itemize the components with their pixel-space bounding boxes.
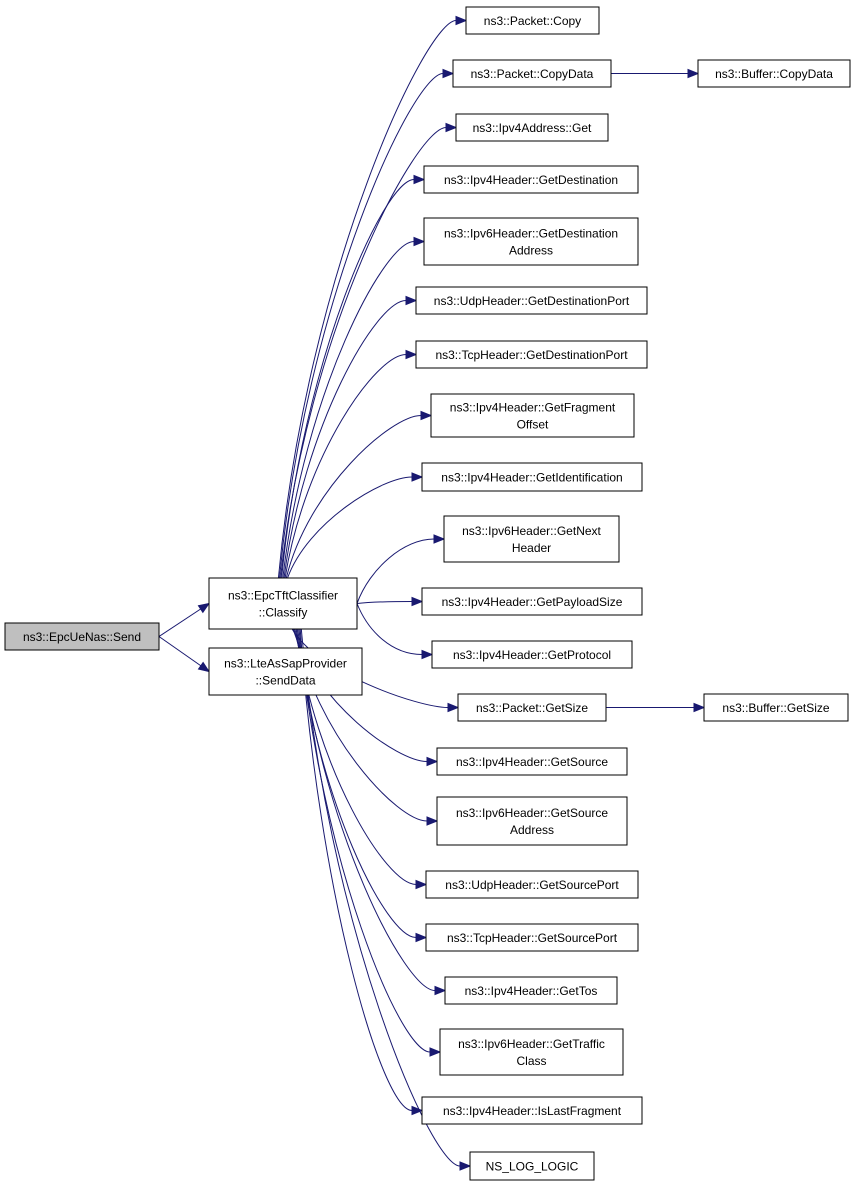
node-ident[interactable]: ns3::Ipv4Header::GetIdentification (421, 462, 643, 492)
edge-classify-to-ident (287, 472, 424, 579)
node-label: ns3::UdpHeader::GetSourcePort (445, 878, 619, 892)
node-label: ns3::Buffer::CopyData (715, 67, 833, 81)
edge-classify-to-lastfrag (299, 628, 424, 1116)
node-label: Header (512, 541, 551, 555)
node-label: ns3::Packet::Copy (484, 14, 581, 28)
edge-classify-to-nslog (300, 628, 472, 1171)
node-label: ns3::Buffer::GetSize (722, 701, 829, 715)
node-label: ns3::Ipv4Address::Get (473, 121, 592, 135)
node-udpdport[interactable]: ns3::UdpHeader::GetDestinationPort (415, 286, 648, 315)
node-label: ns3::TcpHeader::GetDestinationPort (435, 348, 628, 362)
edge-classify-to-copydata (278, 68, 455, 579)
node-label: ns3::Ipv4Header::GetTos (465, 984, 598, 998)
node-proto[interactable]: ns3::Ipv4Header::GetProtocol (431, 640, 633, 669)
edge-classify-to-payload (356, 596, 424, 607)
node-label: ns3::Ipv6Header::GetTraffic (458, 1037, 605, 1051)
edges (158, 15, 706, 1171)
node-label: ::Classify (259, 606, 308, 620)
edge-send-to-senddata (158, 636, 211, 673)
node-label: ns3::UdpHeader::GetDestinationPort (434, 294, 630, 308)
node-ipv4src[interactable]: ns3::Ipv4Header::GetSource (436, 747, 628, 776)
edge-classify-to-traffic (298, 628, 442, 1057)
node-tcpdport[interactable]: ns3::TcpHeader::GetDestinationPort (415, 340, 648, 369)
edge-classify-to-proto (356, 603, 434, 660)
node-send: ns3::EpcUeNas::Send (4, 622, 160, 651)
node-label: ns3::Ipv6Header::GetNext (462, 524, 601, 538)
node-label: ns3::Ipv6Header::GetDestination (444, 227, 618, 241)
edge-classify-to-tcpdport (284, 349, 418, 579)
node-label: ns3::Ipv4Header::IsLastFragment (443, 1104, 622, 1118)
node-pktsize[interactable]: ns3::Packet::GetSize (457, 693, 607, 722)
node-payload[interactable]: ns3::Ipv4Header::GetPayloadSize (421, 587, 643, 616)
node-label: Address (509, 244, 553, 258)
node-label: ns3::Ipv4Header::GetIdentification (441, 471, 622, 485)
node-label: ns3::Ipv4Header::GetProtocol (453, 648, 611, 662)
edge-pktsize-to-bufsize (606, 702, 706, 713)
node-tos[interactable]: ns3::Ipv4Header::GetTos (444, 976, 618, 1005)
edge-classify-to-ipv6dest (282, 236, 426, 579)
node-label: ns3::Ipv6Header::GetSource (456, 806, 608, 820)
edge-classify-to-copy (277, 15, 468, 579)
node-label: ns3::Ipv4Header::GetPayloadSize (442, 595, 623, 609)
node-copydata[interactable]: ns3::Packet::CopyData (452, 59, 612, 88)
node-ipv4get[interactable]: ns3::Ipv4Address::Get (455, 113, 609, 142)
node-senddata[interactable]: ns3::LteAsSapProvider::SendData (208, 647, 363, 696)
node-bufsize[interactable]: ns3::Buffer::GetSize (703, 693, 849, 722)
node-label: ns3::Packet::GetSize (476, 701, 588, 715)
edge-classify-to-pktsize (291, 628, 460, 713)
nodes: ns3::EpcUeNas::Send ns3::EpcTftClassifier… (4, 6, 851, 1181)
node-label: ns3::LteAsSapProvider (224, 657, 347, 671)
edge-classify-to-fragoff (285, 410, 433, 579)
node-classify[interactable]: ns3::EpcTftClassifier::Classify (208, 577, 358, 630)
edge-classify-to-ipv4dest (281, 174, 426, 579)
edge-classify-to-udpdport (283, 295, 418, 579)
node-label: ns3::EpcTftClassifier (228, 589, 338, 603)
node-label: ::SendData (255, 674, 315, 688)
node-copy[interactable]: ns3::Packet::Copy (465, 6, 600, 35)
node-label: NS_LOG_LOGIC (486, 1160, 579, 1174)
node-tcpsport[interactable]: ns3::TcpHeader::GetSourcePort (425, 923, 639, 952)
node-lastfrag[interactable]: ns3::Ipv4Header::IsLastFragment (421, 1096, 643, 1125)
node-label: ns3::TcpHeader::GetSourcePort (447, 931, 618, 945)
node-label: ns3::EpcUeNas::Send (23, 630, 141, 644)
node-bufcopydata[interactable]: ns3::Buffer::CopyData (697, 59, 851, 88)
node-label: ns3::Packet::CopyData (471, 67, 594, 81)
node-label: Address (510, 823, 554, 837)
node-nslog[interactable]: NS_LOG_LOGIC (469, 1151, 595, 1181)
node-udpsport[interactable]: ns3::UdpHeader::GetSourcePort (425, 870, 639, 899)
node-label: Class (516, 1054, 546, 1068)
edge-send-to-classify (158, 602, 211, 637)
node-label: ns3::Ipv4Header::GetDestination (444, 173, 618, 187)
node-label: Offset (517, 418, 549, 432)
node-ipv4dest[interactable]: ns3::Ipv4Header::GetDestination (423, 165, 639, 194)
node-label: ns3::Ipv4Header::GetFragment (450, 401, 616, 415)
node-label: ns3::Ipv4Header::GetSource (456, 755, 608, 769)
edge-copydata-to-bufcopydata (611, 68, 700, 79)
edge-classify-to-nexthdr (356, 534, 446, 604)
